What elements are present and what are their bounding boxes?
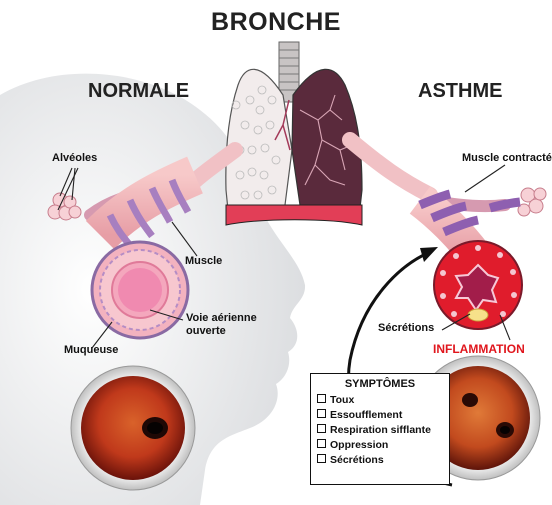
symptom-item: Respiration sifflante bbox=[317, 423, 443, 438]
symptom-item: Essoufflement bbox=[317, 408, 443, 423]
symptom-item: Sécrétions bbox=[317, 453, 443, 468]
checkbox-icon bbox=[317, 394, 326, 403]
secretion-blob bbox=[468, 309, 488, 321]
label-voie-aerienne: Voie aérienne ouverte bbox=[186, 312, 257, 338]
checkbox-icon bbox=[317, 439, 326, 448]
label-muscle-contracte: Muscle contracté bbox=[462, 152, 552, 165]
asthma-alveoli-cluster bbox=[518, 188, 546, 216]
symptoms-title: SYMPTÔMES bbox=[317, 378, 443, 390]
diaphragm bbox=[226, 205, 362, 225]
normal-lumen bbox=[118, 268, 162, 312]
checkbox-icon bbox=[317, 424, 326, 433]
symptom-item: Oppression bbox=[317, 438, 443, 453]
checkbox-icon bbox=[317, 409, 326, 418]
heading-normale: NORMALE bbox=[88, 80, 189, 103]
label-voie-line2: ouverte bbox=[186, 325, 257, 338]
normal-endoscope-view bbox=[81, 376, 185, 480]
label-inflammation: INFLAMMATION bbox=[433, 342, 525, 356]
page-title: BRONCHE bbox=[0, 8, 552, 37]
symptoms-box: SYMPTÔMES Toux Essoufflement Respiration… bbox=[310, 373, 450, 485]
label-alveoles: Alvéoles bbox=[52, 152, 97, 165]
label-voie-line1: Voie aérienne bbox=[186, 312, 257, 325]
symptom-item: Toux bbox=[317, 393, 443, 408]
heading-asthme: ASTHME bbox=[418, 80, 502, 103]
label-secretions: Sécrétions bbox=[378, 322, 434, 335]
checkbox-icon bbox=[317, 454, 326, 463]
label-muqueuse: Muqueuse bbox=[64, 344, 118, 357]
label-muscle: Muscle bbox=[185, 255, 222, 268]
